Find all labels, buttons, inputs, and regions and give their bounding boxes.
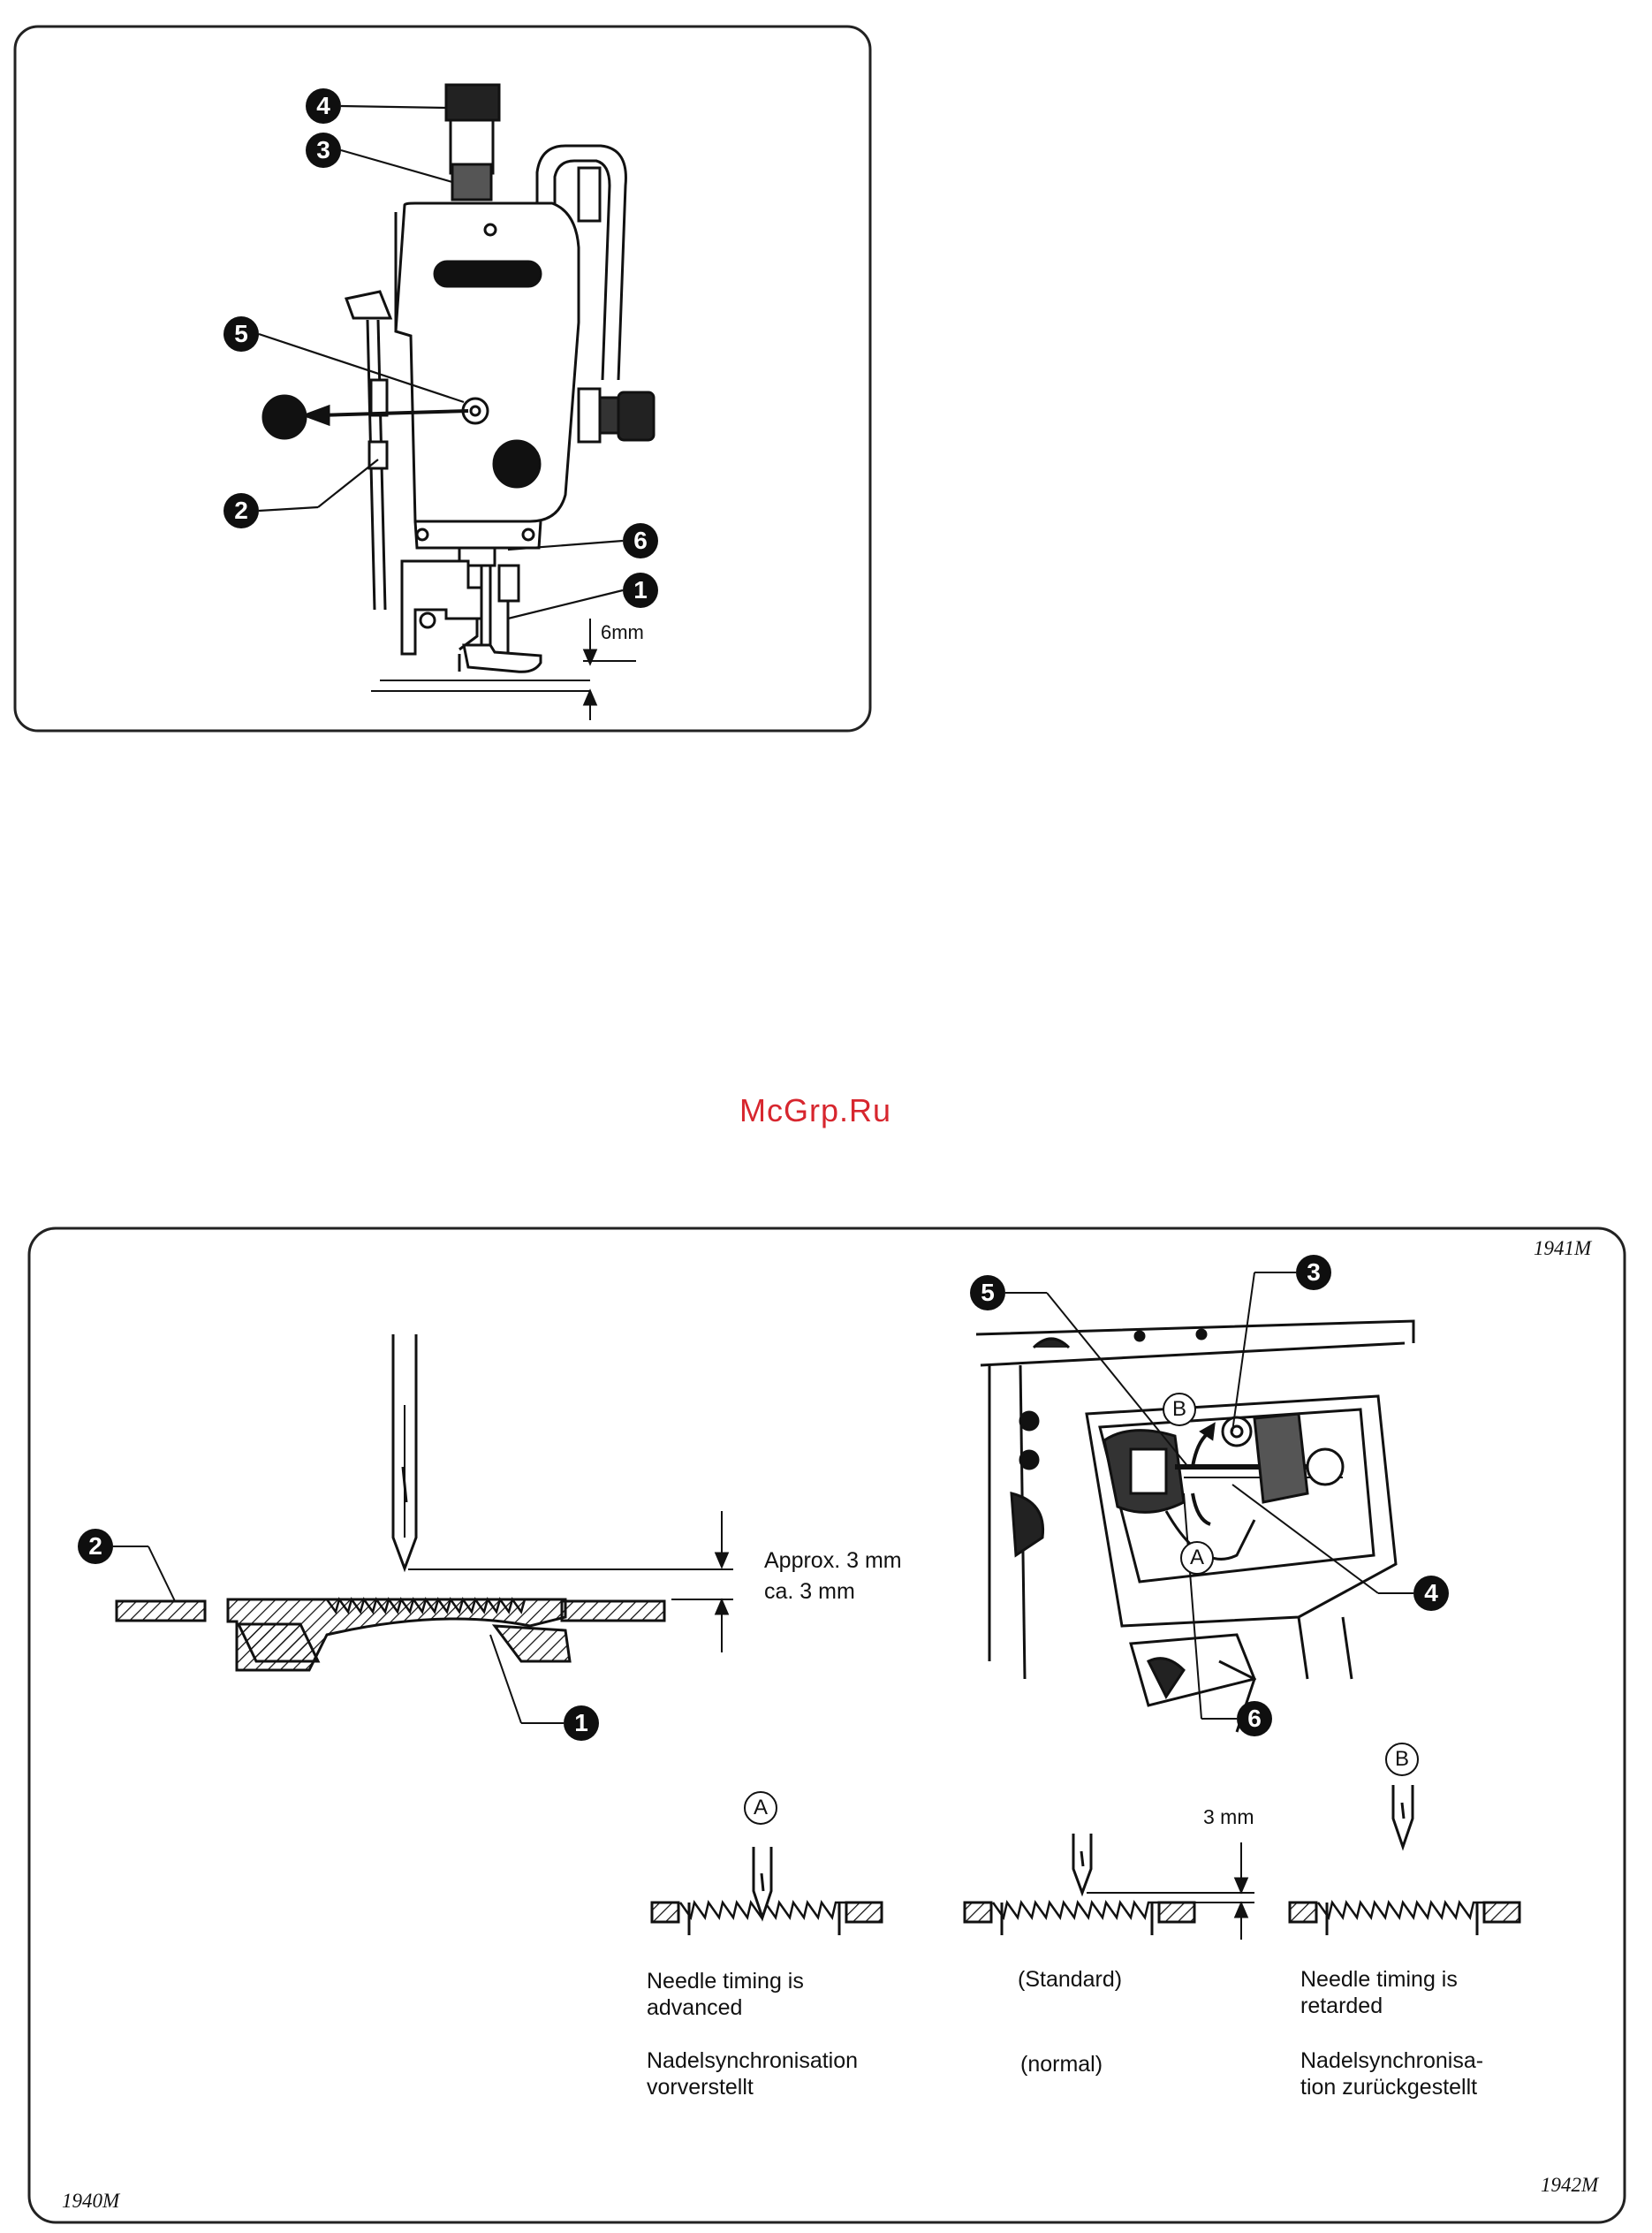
timing-standard-text-en: (Standard): [1018, 1967, 1122, 1993]
callout-2: 2: [224, 493, 259, 528]
callout-2-plate: 2: [78, 1529, 113, 1564]
direction-a-marker: A: [1180, 1541, 1214, 1575]
figure-code-1941m: 1941M: [1534, 1237, 1591, 1260]
callout-5-mech: 5: [970, 1275, 1005, 1310]
timing-b-text-de-1: Nadelsynchronisa-: [1300, 2048, 1483, 2074]
callout-4: 4: [306, 88, 341, 124]
timing-diagrams: [652, 1785, 1519, 1940]
timing-dimension-3mm: 3 mm: [1203, 1805, 1254, 1829]
timing-b-text-de-2: tion zurückgestellt: [1300, 2075, 1477, 2100]
timing-a-text-en-2: advanced: [647, 1995, 742, 2021]
callout-4-mech: 4: [1413, 1576, 1449, 1611]
figure-code-1940m: 1940M: [62, 2190, 119, 2213]
callout-1-feed-dog: 1: [564, 1705, 599, 1741]
needle-plate-cross-section: [113, 1334, 733, 1723]
hook-mechanism-illustration: [976, 1272, 1413, 1732]
timing-b-text-en-1: Needle timing is: [1300, 1967, 1458, 1993]
callout-3: 3: [306, 133, 341, 168]
callout-6: 6: [623, 523, 658, 558]
watermark: McGrp.Ru: [739, 1092, 891, 1129]
dimension-6mm: 6mm: [601, 621, 644, 644]
label-ca-3mm: ca. 3 mm: [764, 1579, 855, 1605]
timing-b-marker: B: [1385, 1743, 1419, 1776]
callout-5: 5: [224, 316, 259, 352]
timing-a-text-de-2: vorverstellt: [647, 2075, 754, 2100]
timing-standard-text-de: (normal): [1020, 2052, 1103, 2077]
timing-a-marker: A: [744, 1791, 777, 1825]
label-approx-3mm: Approx. 3 mm: [764, 1548, 902, 1574]
callout-1: 1: [623, 573, 658, 608]
timing-a-text-de-1: Nadelsynchronisation: [647, 2048, 858, 2074]
timing-a-text-en-1: Needle timing is: [647, 1969, 804, 1994]
timing-b-text-en-2: retarded: [1300, 1994, 1383, 2019]
figure-code-1942m: 1942M: [1541, 2174, 1598, 2197]
machine-head-illustration: [263, 85, 654, 720]
direction-b-marker: B: [1163, 1393, 1196, 1426]
callout-6-mech: 6: [1237, 1701, 1272, 1736]
callout-3-mech: 3: [1296, 1255, 1331, 1290]
